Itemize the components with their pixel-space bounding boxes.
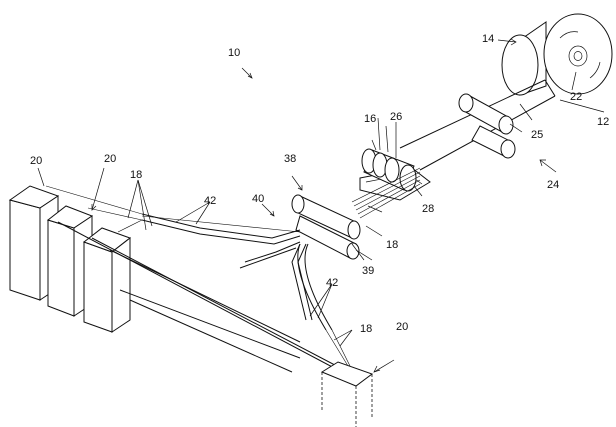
drawing-rollers [291,194,361,260]
label-20-left: 20 [30,155,42,167]
label-20-lower: 20 [396,321,408,333]
label-26: 26 [390,111,402,123]
label-18-rollers: 18 [386,239,398,251]
nip-rollers [458,93,516,159]
label-18-upper: 18 [130,169,142,181]
bobbin-lower [320,361,374,427]
label-40: 40 [252,193,264,205]
label-42-upper: 42 [204,195,216,207]
lower-strands [291,243,351,367]
label-25: 25 [531,129,543,141]
label-39: 39 [362,265,374,277]
label-24: 24 [547,179,559,191]
leader-lines [37,38,605,373]
floor-rails [57,221,353,375]
slit-strips [351,167,421,219]
label-10: 10 [228,47,240,59]
label-14: 14 [482,33,494,45]
reference-numerals: 10 14 16 26 22 12 25 24 38 28 40 20 20 1… [30,33,609,335]
film-web [399,79,556,171]
upper-strands [45,185,301,269]
label-38: 38 [284,153,296,165]
supply-roll [501,13,613,96]
label-18-lower: 18 [360,323,372,335]
label-22: 22 [570,91,582,103]
label-28: 28 [422,203,434,215]
label-16: 16 [364,113,376,125]
label-20-mid: 20 [104,153,116,165]
bobbin-group-upper [8,185,132,333]
label-12: 12 [597,116,609,128]
label-42-lower: 42 [326,277,338,289]
